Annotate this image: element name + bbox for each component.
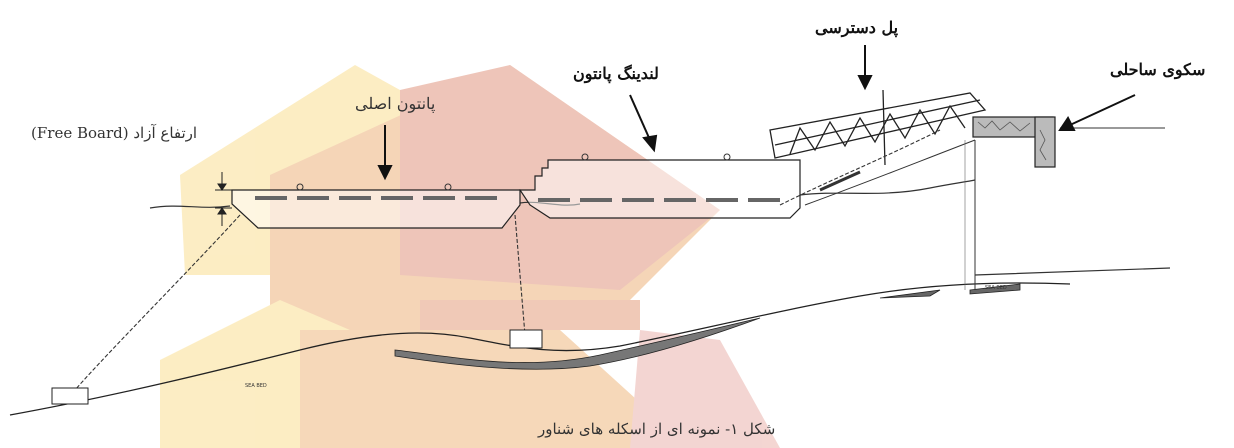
sea-bed-label-left: SEA BED: [245, 383, 267, 389]
shore-platform-label: سکوی ساحلی: [1110, 60, 1206, 79]
shore-platform: [972, 116, 1056, 168]
shore-slope: [804, 139, 976, 206]
pointer-arrows: [377, 45, 1136, 181]
main-pontoon-label: پانتون اصلی: [355, 94, 436, 113]
main-pontoon: [231, 189, 521, 229]
landing-pontoon-label: لندینگ پانتون: [573, 64, 659, 83]
landing-pontoon-fenders: [538, 198, 780, 202]
access-bridge: [769, 89, 987, 166]
access-bridge-label: پل دسترسی: [815, 18, 899, 37]
rock-armour-right: [879, 283, 1021, 299]
landing-pontoon: [518, 159, 801, 219]
sea-bed-label-right: SEA BED: [985, 285, 1007, 291]
bollards: [296, 153, 731, 191]
anchor-blocks: [51, 329, 543, 405]
mooring-spring: [819, 170, 861, 192]
figure-caption: شکل ۱- نمونه ای از اسکله های شناور: [538, 420, 776, 438]
rock-armour: [394, 317, 761, 370]
freeboard-label: ارتفاع آزاد (Free Board): [31, 124, 198, 142]
watermark-logo: [160, 65, 780, 448]
freeboard-dimension: [215, 172, 232, 226]
main-pontoon-fenders: [255, 196, 497, 200]
sea-bed-profile: [9, 282, 1071, 416]
mooring-chains: [74, 129, 941, 391]
